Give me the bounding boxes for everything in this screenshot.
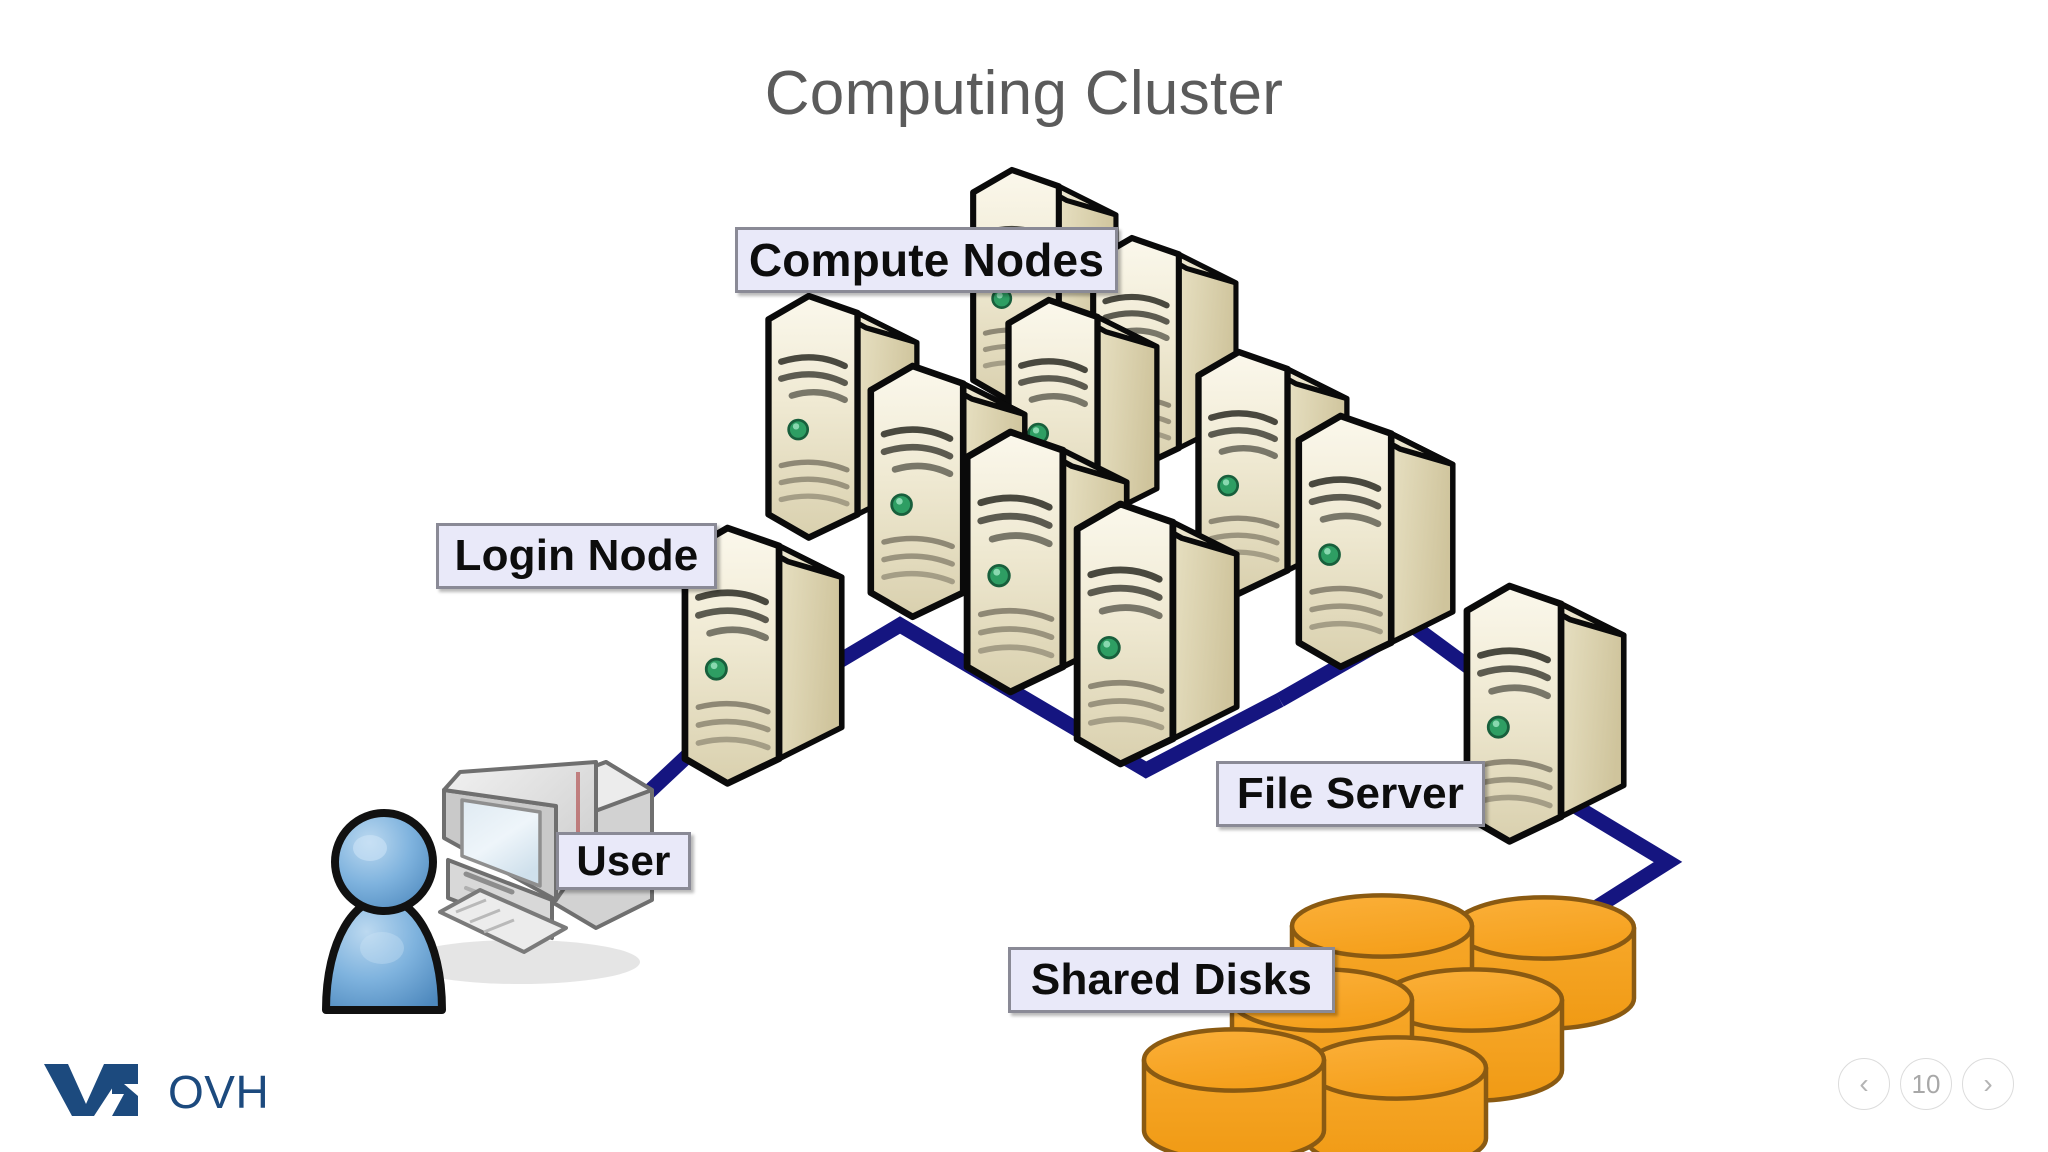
ovh-mark-icon bbox=[42, 1058, 154, 1125]
label-user: User bbox=[556, 832, 691, 890]
label-compute-nodes: Compute Nodes bbox=[735, 227, 1118, 293]
shared-disk-group bbox=[1144, 895, 1634, 1152]
user-avatar-icon bbox=[322, 809, 446, 1014]
label-file-server: File Server bbox=[1216, 761, 1485, 827]
file-server-tower bbox=[1467, 586, 1624, 841]
page-number-button[interactable]: 10 bbox=[1900, 1058, 1952, 1110]
next-page-button[interactable]: › bbox=[1962, 1058, 2014, 1110]
ovh-logo: OVH bbox=[42, 1058, 269, 1125]
prev-page-button[interactable]: ‹ bbox=[1838, 1058, 1890, 1110]
ovh-wordmark: OVH bbox=[168, 1065, 270, 1118]
page-title: Computing Cluster bbox=[764, 59, 1284, 128]
shared-disk bbox=[1306, 1037, 1486, 1152]
compute-node-tower bbox=[1077, 504, 1237, 764]
label-login-node: Login Node bbox=[436, 523, 717, 589]
shared-disk bbox=[1144, 1029, 1324, 1152]
pagination: ‹ 10 › bbox=[1838, 1058, 2014, 1110]
label-shared-disks: Shared Disks bbox=[1008, 947, 1335, 1013]
